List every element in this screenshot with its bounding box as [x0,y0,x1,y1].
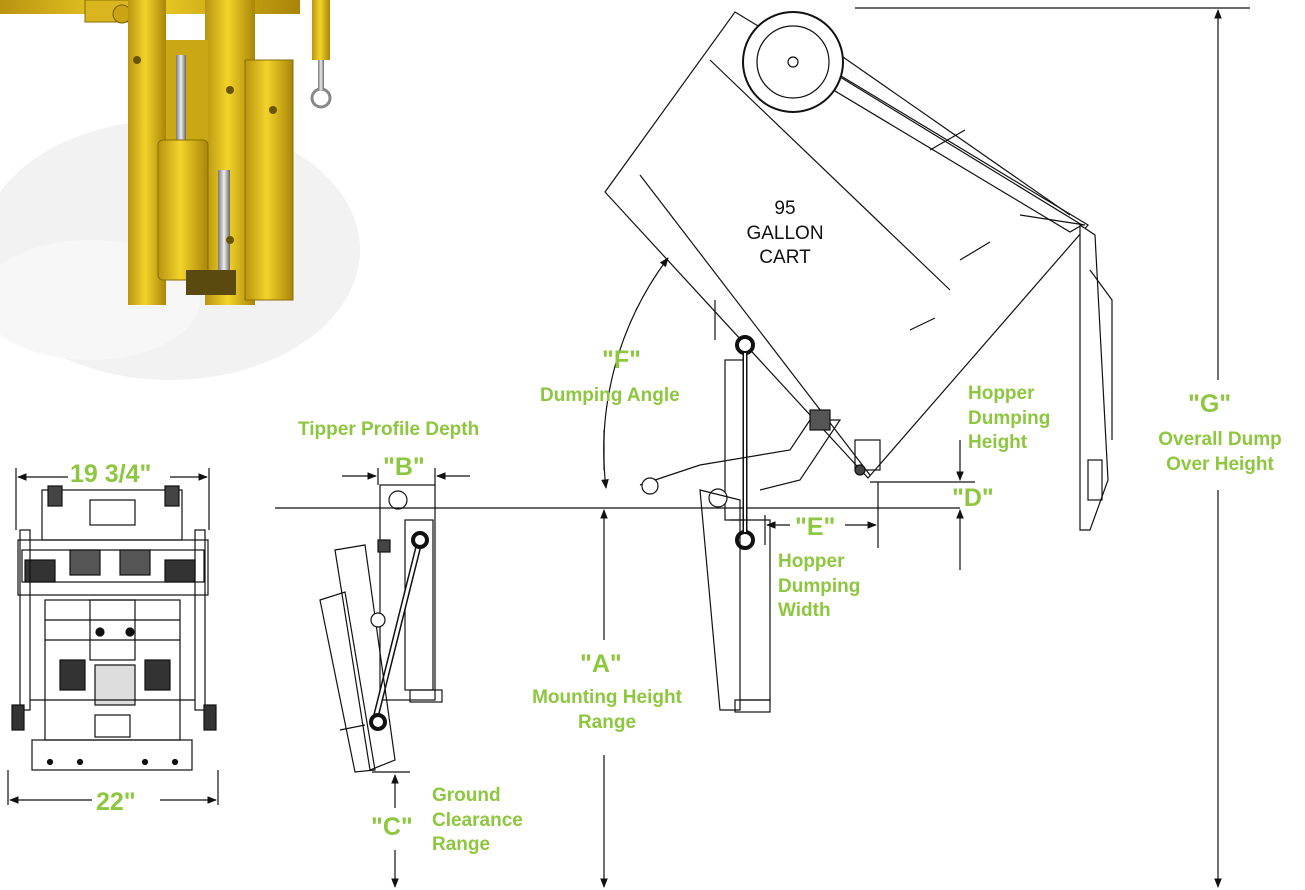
front-view-dimensions [7,468,219,805]
b-label: "B" [383,453,425,481]
e-description: Hopper Dumping Width [778,550,860,624]
c-description-line-3: Range [432,834,491,856]
hopper-height-line-2: Dumping [968,407,1051,429]
g-description-line-1: Overall Dump [1158,429,1282,450]
f-label: "F" [602,346,641,374]
c-description-line-1: Ground [432,785,501,806]
tipper-product-render [0,0,360,380]
dumping-view-dimensions [601,7,1250,888]
cart-label-line-1: 95 [774,198,796,219]
cart-label-line-3: CART [759,247,811,269]
a-description-line-1: Mounting Height [532,687,682,708]
e-description-line-1: Hopper [778,551,845,572]
a-label: "A" [580,650,622,678]
g-description: Overall Dump Over Height [1140,428,1300,477]
e-description-line-2: Dumping [778,575,861,597]
e-description-line-3: Width [778,600,831,622]
hopper-height-description: Hopper Dumping Height [968,382,1050,456]
dumping-view-drawing [604,11,1113,713]
cart-label-line-2: GALLON [746,222,824,244]
c-description: Ground Clearance Range [432,784,523,858]
f-description: Dumping Angle [540,385,680,406]
e-label: "E" [795,513,836,541]
d-label: "D" [952,484,994,512]
cart-label: 95 GALLON CART [745,197,825,271]
b-description: Tipper Profile Depth [298,419,480,440]
front-view-drawing [11,485,217,771]
g-label: "G" [1188,390,1232,418]
c-label: "C" [371,813,413,841]
width-bottom-label: 22" [96,788,136,816]
a-description: Mounting Height Range [512,686,702,735]
c-description-line-2: Clearance [432,809,523,831]
hopper-height-line-3: Height [968,432,1028,454]
g-description-line-2: Over Height [1166,453,1274,475]
width-top-label: 19 3/4" [70,460,152,488]
hopper-height-line-1: Hopper [968,383,1035,404]
a-description-line-2: Range [577,711,637,733]
side-view-dimensions [275,468,960,888]
side-view-drawing [319,484,443,773]
